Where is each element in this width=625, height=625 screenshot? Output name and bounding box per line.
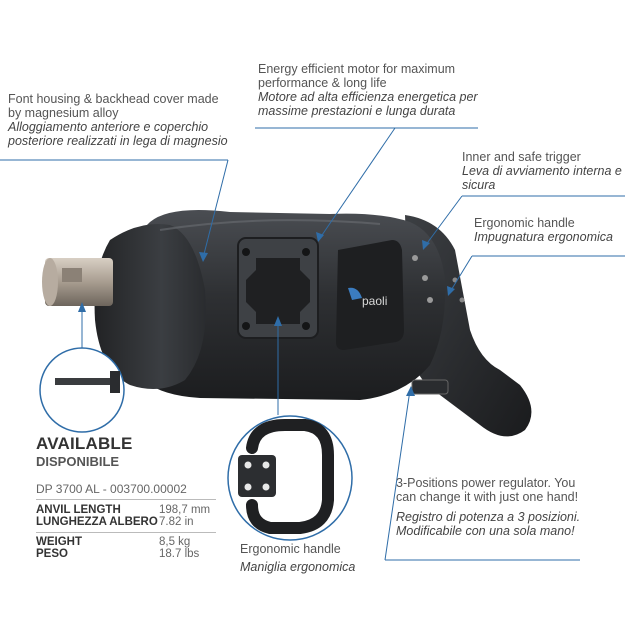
callout-housing-en: Font housing & backhead cover made by ma… xyxy=(8,92,219,120)
front-housing xyxy=(94,224,206,389)
spec-weight-metric: 8,5 kg xyxy=(159,536,191,548)
callout-ergonomic-bottom: Ergonomic handle Maniglia ergonomica xyxy=(240,542,390,574)
spec-weight-label-it: PESO xyxy=(36,548,68,560)
spec-anvil-label-it: LUNGHEZZA ALBERO xyxy=(36,516,158,528)
callout-ergonomic-bottom-en: Ergonomic handle xyxy=(240,542,341,556)
callout-motor-en: Energy efficient motor for maximum perfo… xyxy=(258,62,456,90)
spec-anvil-metric: 198,7 mm xyxy=(159,504,211,516)
brand-logo: paoli xyxy=(362,294,387,308)
availability-block: AVAILABLE DISPONIBILE xyxy=(36,434,133,469)
callout-ergonomic-top-it: Impugnatura ergonomica xyxy=(474,230,613,244)
callout-motor-it: Motore ad alta efficienza energetica per… xyxy=(258,90,478,118)
availability-title-it: DISPONIBILE xyxy=(36,454,120,469)
loop-handle xyxy=(246,419,334,534)
divider xyxy=(36,499,216,500)
divider xyxy=(36,532,216,533)
logo-badge xyxy=(336,240,404,350)
spec-weight-label-en: WEIGHT xyxy=(36,536,82,548)
spec-anvil-label-en: ANVIL LENGTH xyxy=(36,504,121,516)
callout-trigger-en: Inner and safe trigger xyxy=(462,150,581,164)
callout-ergonomic-top: Ergonomic handle Impugnatura ergonomica xyxy=(474,216,624,244)
callout-trigger: Inner and safe trigger Leva di avviament… xyxy=(462,150,622,192)
callout-housing: Font housing & backhead cover made by ma… xyxy=(8,92,233,148)
spec-weight-imperial: 18.7 lbs xyxy=(159,548,200,560)
callout-trigger-it: Leva di avviamento interna e sicura xyxy=(462,164,622,192)
callout-motor: Energy efficient motor for maximum perfo… xyxy=(258,62,483,118)
availability-title-en: AVAILABLE xyxy=(36,434,133,453)
callout-ergonomic-bottom-it: Maniglia ergonomica xyxy=(240,560,356,574)
callout-regulator-it: Registro di potenza a 3 posizioni. Modif… xyxy=(396,510,581,538)
power-regulator xyxy=(411,379,449,395)
spec-anvil-imperial: 7.82 in xyxy=(159,516,194,528)
callout-ergonomic-top-en: Ergonomic handle xyxy=(474,216,575,230)
callout-housing-it: Alloggiamento anteriore e coperchio post… xyxy=(8,120,228,148)
product-code: DP 3700 AL - 003700.00002 xyxy=(36,482,187,496)
callout-regulator-en: 3-Positions power regulator. You can cha… xyxy=(396,476,579,504)
callout-regulator: 3-Positions power regulator. You can cha… xyxy=(396,476,586,538)
